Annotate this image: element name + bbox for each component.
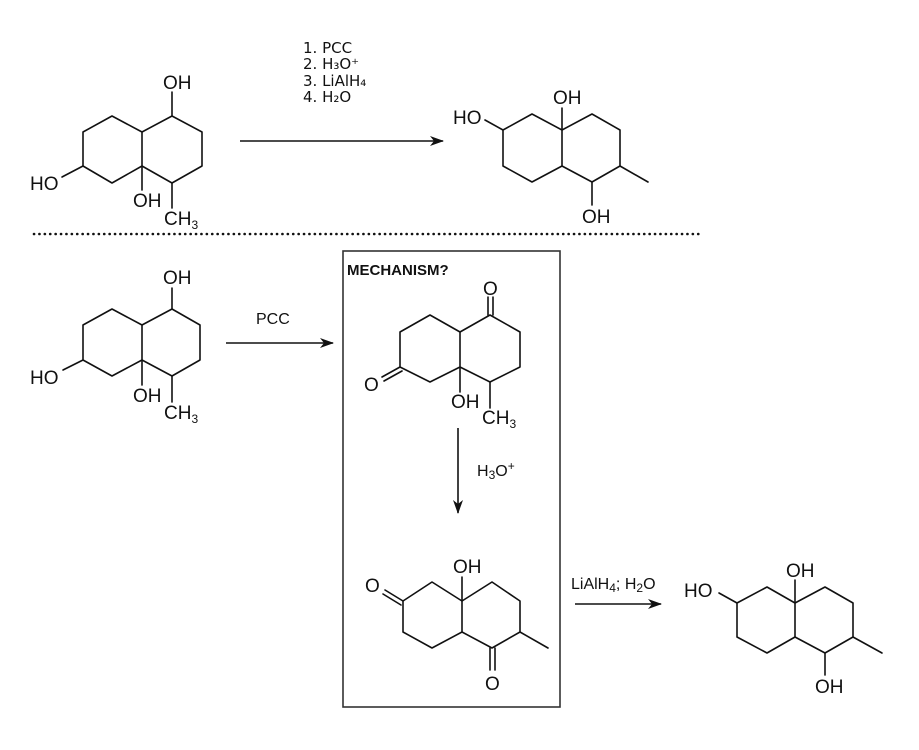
bottom-product: HO OH OH <box>684 561 883 698</box>
bond <box>736 586 796 654</box>
pcc-reagent: PCC <box>256 311 290 328</box>
reagent-line-2: 2. H₃O⁺ <box>303 55 359 73</box>
bond <box>718 592 738 604</box>
bond <box>141 308 201 377</box>
bond <box>383 370 403 382</box>
bond <box>561 113 621 183</box>
reagent-line-3: 3. LiAlH₄ <box>303 72 366 90</box>
top-reagents: 1. PCC 2. H₃O⁺ 3. LiAlH₄ 4. H₂O <box>303 39 366 106</box>
bond <box>459 314 521 383</box>
o-label: O <box>483 279 498 300</box>
top-product: HO OH OH <box>453 88 649 228</box>
bond <box>141 115 203 184</box>
ho-label: HO <box>30 174 59 195</box>
ho-label: HO <box>684 581 713 602</box>
o-label: O <box>485 674 500 695</box>
h3o-reagent: H3O+ <box>477 459 515 482</box>
oh-label: OH <box>163 73 192 94</box>
bond <box>384 589 404 602</box>
oh-label: OH <box>163 268 192 289</box>
ho-label: HO <box>30 368 59 389</box>
ch3-label: CH3 <box>164 403 198 426</box>
bottom-starting-material: OH HO OH CH3 <box>30 268 201 426</box>
o-label: O <box>364 375 379 396</box>
bond <box>402 581 463 649</box>
top-starting-material: OH HO OH CH3 <box>30 73 203 232</box>
oh-label: OH <box>451 392 480 413</box>
bond <box>82 115 143 184</box>
bond <box>502 113 563 183</box>
bond <box>519 631 549 649</box>
oh-label: OH <box>133 191 162 212</box>
bond <box>484 119 504 131</box>
intermediate-diketone: O O OH CH3 <box>364 279 521 431</box>
bond <box>61 165 84 178</box>
bond <box>461 581 521 649</box>
mechanism-box <box>342 250 561 708</box>
oh-label: OH <box>815 677 844 698</box>
bond <box>852 636 883 654</box>
bond <box>82 308 143 377</box>
oh-label: OH <box>582 207 611 228</box>
bond <box>794 586 854 654</box>
bond <box>62 359 84 371</box>
ho-label: HO <box>453 108 482 129</box>
ch3-label: CH3 <box>482 408 516 431</box>
intermediate-aldol-product: O OH O <box>365 557 549 695</box>
bond <box>619 165 649 183</box>
oh-label: OH <box>133 386 162 407</box>
lialh4-reagent: LiAlH4; H2O <box>571 576 656 595</box>
o-label: O <box>365 576 380 597</box>
oh-label: OH <box>553 88 582 109</box>
mechanism-title: MECHANISM? <box>347 262 449 279</box>
oh-label: OH <box>453 557 482 578</box>
reagent-line-1: 1. PCC <box>303 39 352 57</box>
bond <box>382 593 402 606</box>
reagent-line-4: 4. H₂O <box>303 88 351 106</box>
oh-label: OH <box>786 561 815 582</box>
bond <box>381 366 401 378</box>
bond <box>399 314 461 383</box>
ch3-label: CH3 <box>164 209 198 232</box>
